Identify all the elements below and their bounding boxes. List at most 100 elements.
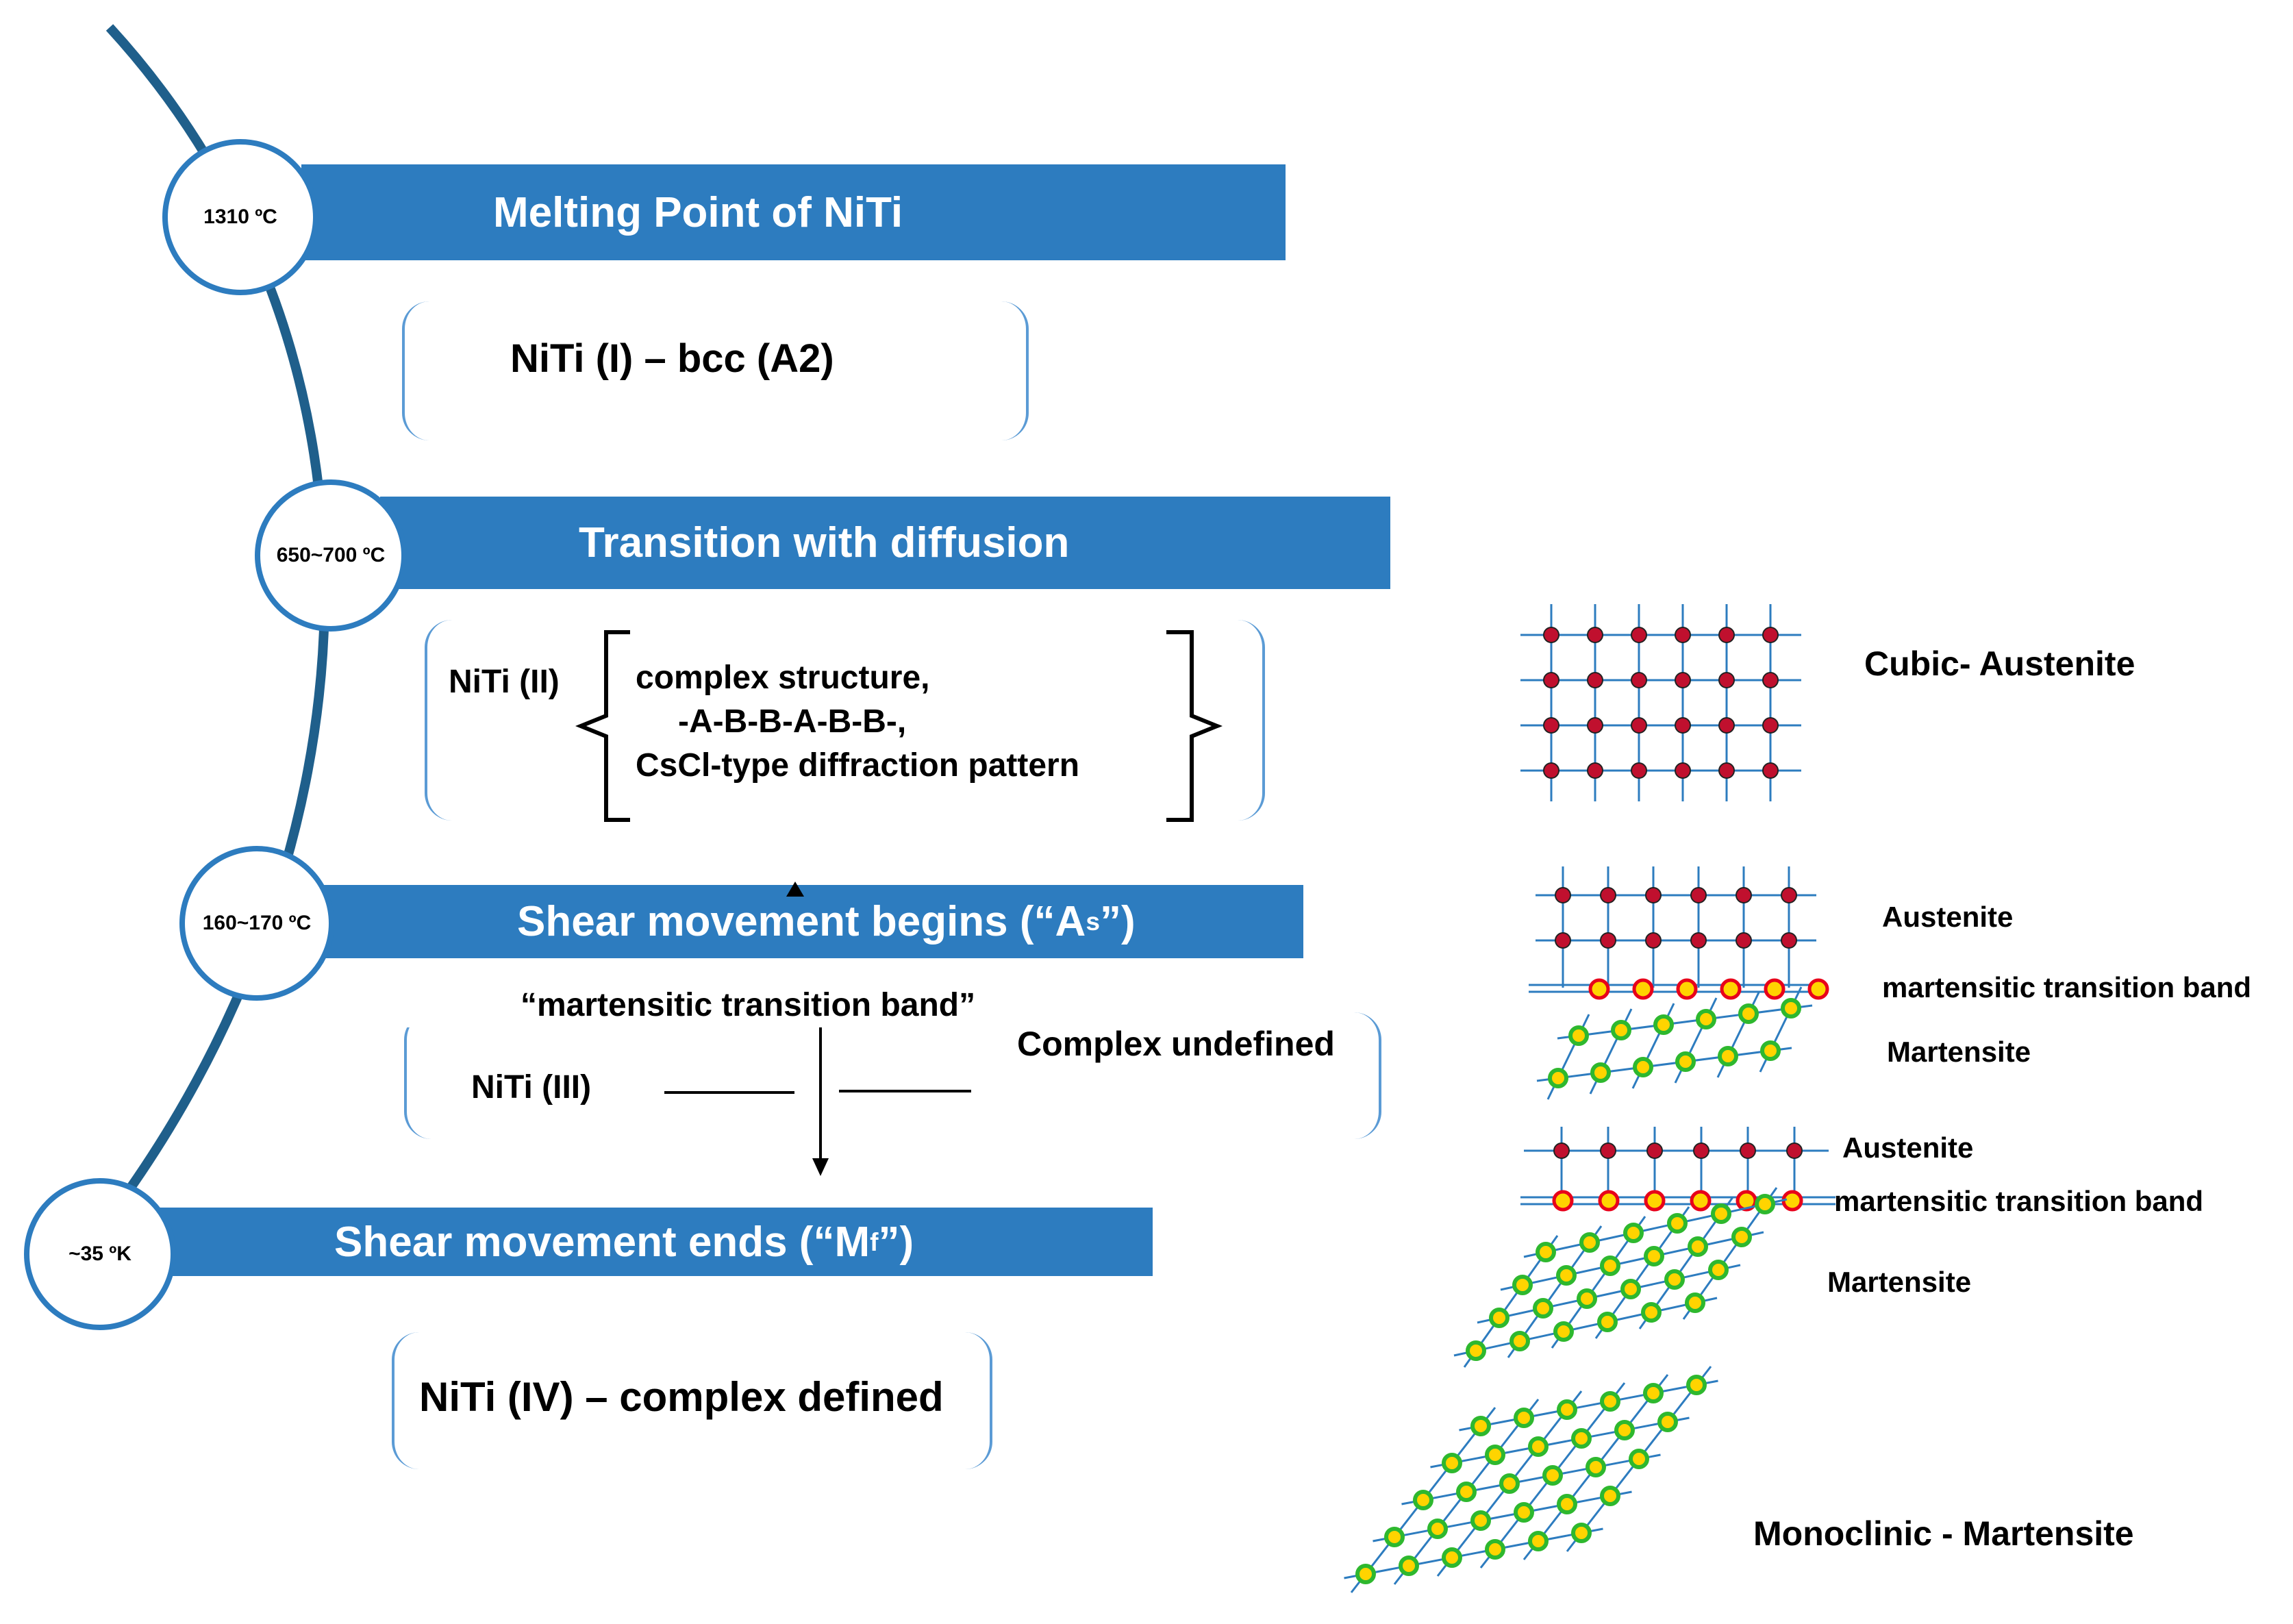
martensitic-band-label: “martensitic transition band”: [521, 987, 976, 1023]
martensite-atom: [1489, 1308, 1509, 1328]
austenite-atom: [1600, 932, 1616, 949]
phase-box-niti-ii: [425, 620, 1265, 821]
austenite-atom: [1631, 672, 1647, 688]
austenite-atom: [1690, 932, 1707, 949]
phase-niti-ii-line3: CsCl-type diffraction pattern: [636, 747, 1080, 784]
austenite-atom: [1690, 887, 1707, 903]
martensite-atom: [1579, 1232, 1600, 1253]
martensite-atom: [1643, 1383, 1664, 1403]
austenite-atom: [1543, 672, 1559, 688]
martensite-atom: [1760, 1040, 1781, 1061]
austenite-atom: [1762, 717, 1779, 734]
band-atom: [1781, 1190, 1803, 1212]
martensite-atom: [1456, 1482, 1477, 1502]
martensite-atom: [1355, 1564, 1376, 1584]
martensite-atom: [1442, 1453, 1462, 1473]
martensite-atom: [1623, 1223, 1644, 1243]
lattice-line: [1557, 1004, 1813, 1040]
martensite-atom: [1620, 1279, 1641, 1299]
shear-begins-suffix: ”): [1100, 898, 1136, 945]
austenite-atom: [1587, 627, 1603, 643]
martensite-atom: [1413, 1490, 1433, 1510]
phase-box-niti-iv: [392, 1332, 992, 1469]
phase-box-niti-i: [402, 301, 1029, 440]
austenite-atom: [1600, 1142, 1616, 1159]
cubic-austenite-label: Cubic- Austenite: [1864, 645, 2135, 683]
temp-circle-1310: 1310 ºC: [162, 139, 318, 295]
martensite-atom: [1548, 1068, 1568, 1088]
martensite-atom: [1600, 1486, 1620, 1506]
austenite-atom: [1555, 932, 1571, 949]
stage3-martensite-label: Martensite: [1827, 1266, 1972, 1298]
martensite-atom: [1528, 1531, 1549, 1551]
martensite-atom: [1590, 1062, 1611, 1083]
curly-brace-left: [575, 630, 630, 822]
up-arrow-marker: [786, 882, 804, 897]
phase-niti-ii-line2: -A-B-B-A-B-B-,: [678, 703, 907, 740]
stage2-martensite-label: Martensite: [1887, 1036, 2031, 1068]
austenite-atom: [1555, 887, 1571, 903]
martensite-atom: [1577, 1288, 1597, 1309]
lattice-line: [1373, 1490, 1632, 1542]
austenite-atom: [1740, 1142, 1756, 1159]
niti-iii-lines-and-arrow: [664, 1027, 971, 1176]
lattice-line: [1401, 1453, 1661, 1506]
lattice-line: [1477, 1264, 1741, 1324]
band-atom: [1552, 1190, 1574, 1212]
austenite-atom: [1587, 672, 1603, 688]
martensite-atom: [1667, 1213, 1688, 1234]
martensite-atom: [1629, 1449, 1649, 1469]
martensite-atom: [1536, 1242, 1556, 1262]
phase-niti-iii-label: NiTi (III): [471, 1069, 592, 1105]
stage2-band-label: martensitic transition band: [1882, 971, 2252, 1003]
martensite-atom: [1485, 1539, 1505, 1560]
martensite-atom: [1633, 1057, 1653, 1077]
martensite-atom: [1641, 1302, 1662, 1323]
phase-niti-ii-line1: complex structure,: [636, 660, 930, 696]
stage2-austenite-label: Austenite: [1882, 901, 2014, 933]
austenite-atom: [1543, 762, 1559, 779]
monoclinic-martensite-label: Monoclinic - Martensite: [1753, 1514, 2134, 1553]
martensite-atom: [1514, 1408, 1534, 1428]
band-atom: [1690, 1190, 1712, 1212]
martensite-atom: [1470, 1416, 1491, 1436]
austenite-atom: [1781, 932, 1797, 949]
martensite-atom: [1427, 1519, 1448, 1539]
austenite-atom: [1645, 932, 1662, 949]
martensite-atom: [1533, 1298, 1553, 1319]
austenite-atom: [1631, 762, 1647, 779]
complex-undefined-label: Complex undefined: [1017, 1025, 1335, 1063]
band-atom: [1588, 978, 1610, 1000]
martensite-atom: [1600, 1391, 1620, 1412]
lattice-line: [1344, 1527, 1603, 1579]
phase-box-niti-iii: [404, 1012, 1381, 1139]
shear-ends-sub: f: [870, 1227, 879, 1256]
martensite-atom: [1466, 1340, 1486, 1361]
band-atom: [1598, 1190, 1620, 1212]
phase-niti-iv-label: NiTi (IV) – complex defined: [419, 1374, 944, 1420]
austenite-atom: [1762, 762, 1779, 779]
austenite-atom: [1587, 762, 1603, 779]
martensite-atom: [1653, 1014, 1674, 1035]
austenite-atom: [1645, 887, 1662, 903]
shear-ends-suffix: ”): [878, 1218, 914, 1266]
lattice-line: [1430, 1416, 1690, 1469]
band-atom: [1720, 978, 1742, 1000]
austenite-atom: [1631, 717, 1647, 734]
shear-begins-prefix: Shear movement begins (“A: [517, 898, 1086, 945]
austenite-atom: [1718, 672, 1735, 688]
austenite-atom: [1762, 672, 1779, 688]
band-atom: [1764, 978, 1785, 1000]
temp-circle-35k: ~35 ºK: [24, 1178, 176, 1330]
martensite-atom: [1597, 1312, 1618, 1332]
martensite-atom: [1586, 1457, 1606, 1477]
austenite-atom: [1675, 762, 1691, 779]
austenite-atom: [1736, 887, 1752, 903]
austenite-atom: [1718, 717, 1735, 734]
martensite-atom: [1688, 1236, 1708, 1257]
martensite-atom: [1711, 1203, 1731, 1224]
shear-ends-prefix: Shear movement ends (“M: [334, 1218, 870, 1266]
